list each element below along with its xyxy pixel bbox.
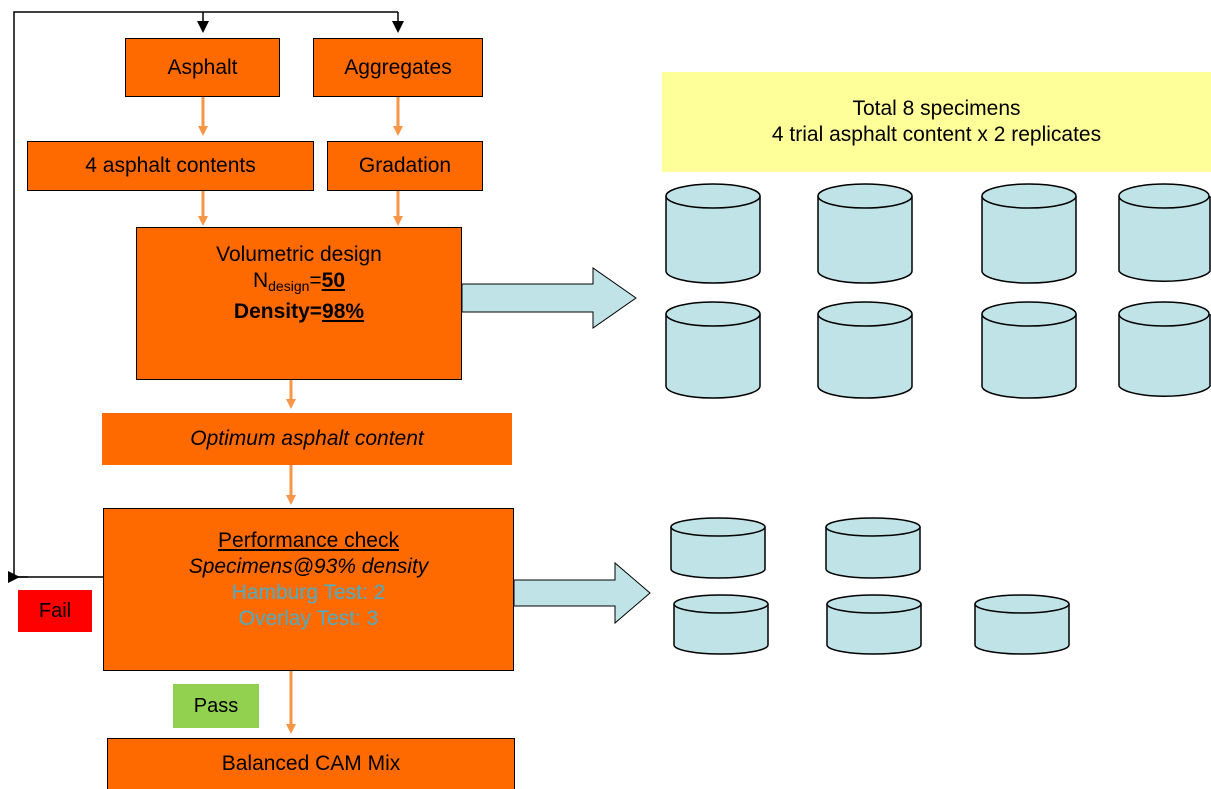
volumetric-design-box: Volumetric design Ndesign=50 Density=98% xyxy=(136,227,462,380)
overlay-test-label: Overlay Test: 3 xyxy=(238,606,379,630)
specimen-cylinder xyxy=(817,301,913,399)
specimen-cylinder xyxy=(673,594,769,655)
specimen-cylinder xyxy=(974,594,1070,655)
fail-label: Fail xyxy=(18,590,92,632)
feedback-loop-connector xyxy=(8,11,404,583)
specimen-cylinder xyxy=(670,517,766,579)
n-design-line: Ndesign=50 xyxy=(252,269,346,294)
specimen-cylinder xyxy=(981,301,1077,399)
specimen-cylinder xyxy=(826,594,922,655)
hamburg-test-label: Hamburg Test: 2 xyxy=(231,580,386,604)
asphalt-box: Asphalt xyxy=(125,38,280,97)
flow-arrows xyxy=(198,97,403,734)
specimen-cylinder xyxy=(1118,301,1211,397)
specimen-cylinder xyxy=(1118,183,1211,282)
specimen-cylinder xyxy=(665,301,761,399)
asphalt-contents-box: 4 asphalt contents xyxy=(27,141,314,191)
aggregates-box: Aggregates xyxy=(313,38,483,97)
gradation-box: Gradation xyxy=(327,141,483,191)
specimen-cylinder xyxy=(981,183,1077,284)
performance-check-box: Performance check Specimens@93% density … xyxy=(103,508,514,671)
note-line-2: 4 trial asphalt content x 2 replicates xyxy=(771,123,1102,146)
performance-title: Performance check xyxy=(218,528,399,552)
volumetric-title: Volumetric design xyxy=(216,243,382,266)
specimen-count-note: Total 8 specimens 4 trial asphalt conten… xyxy=(662,72,1211,172)
note-line-1: Total 8 specimens xyxy=(852,97,1021,120)
specimen-group-performance xyxy=(670,517,1070,655)
big-arrow-performance xyxy=(513,561,651,625)
big-arrow-volumetric xyxy=(461,267,637,329)
specimen-group-volumetric xyxy=(665,183,1211,399)
balanced-cam-mix-box: Balanced CAM Mix xyxy=(107,738,515,789)
optimum-asphalt-content-box: Optimum asphalt content xyxy=(102,413,512,465)
pass-label: Pass xyxy=(173,684,259,728)
specimen-cylinder xyxy=(817,183,913,284)
specimen-cylinder xyxy=(825,517,921,579)
density-line: Density=98% xyxy=(233,300,365,323)
performance-subtitle: Specimens@93% density xyxy=(188,554,429,578)
specimen-cylinder xyxy=(665,183,761,284)
